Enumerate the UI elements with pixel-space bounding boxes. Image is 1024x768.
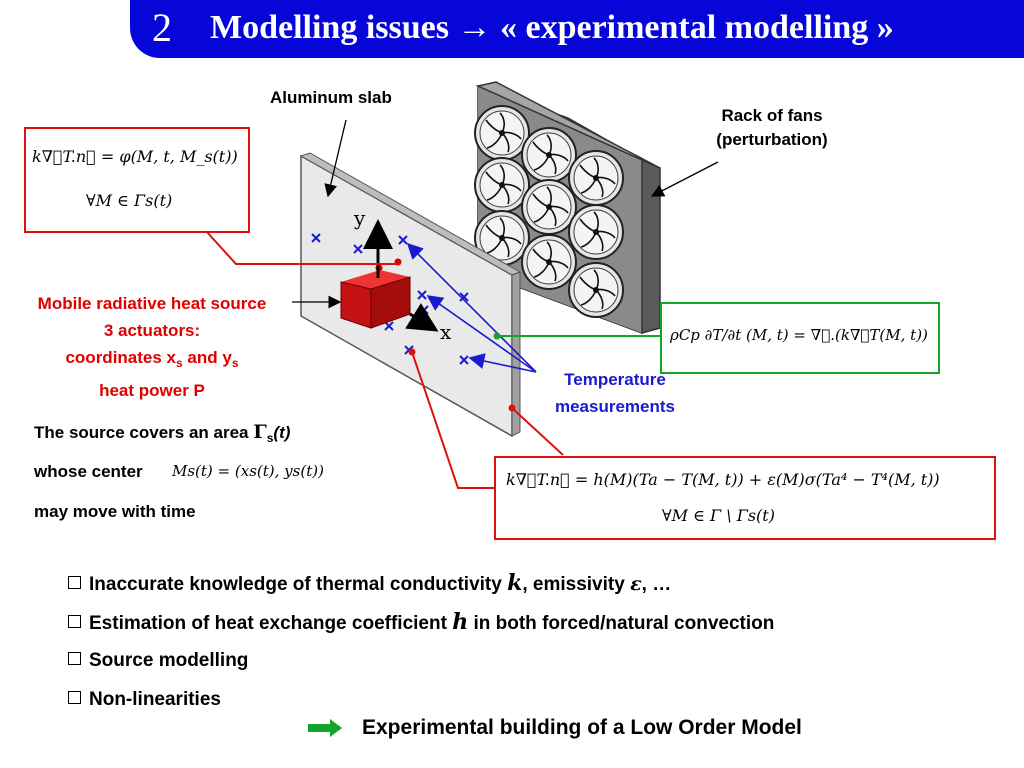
center-equation: Ms(t) = (xs(t), ys(t)) [172,462,324,480]
bullet-item-3: Source modelling [68,648,248,674]
boundary-eq-bottom: k∇⃗T.n⃗ = h(M)(Ta − T(M, t)) + ε(M)σ(Ta⁴… [506,470,940,489]
source-label-line1: Mobile radiative heat source [37,294,267,313]
bullet-item-1: Inaccurate knowledge of thermal conducti… [68,570,671,598]
heat-eq-box: ρCp ∂T/∂t (M, t) = ∇⃗.(k∇⃗T(M, t)) [660,302,940,374]
slide-title: Modelling issues → « experimental modell… [210,9,894,46]
boundary-eq-bottom-domain: ∀M ∈ Γ \ Γs(t) [662,506,775,525]
heat-equation: ρCp ∂T/∂t (M, t) = ∇⃗.(k∇⃗T(M, t)) [670,326,928,344]
rack-label-line2: (perturbation) [716,130,828,149]
axis-label-y: y [354,206,366,230]
source-label-line2: 3 actuators: [103,321,201,340]
x-axis-arrow [405,303,439,332]
section-number: 2 [152,5,172,50]
rack-label: Rack of fans (perturbation) [692,104,852,152]
checkbox-icon [68,652,81,665]
temperature-label-line2: measurements [554,397,675,416]
boundary-eq-box-top: k∇⃗T.n⃗ = φ(M, t, M_s(t)) ∀M ∈ Γs(t) [24,127,250,233]
boundary-eq-box-bottom: k∇⃗T.n⃗ = h(M)(Ta − T(M, t)) + ε(M)σ(Ta⁴… [494,456,996,540]
source-label-line3: coordinates xs and ys [65,348,239,370]
bottom-eq-connector-2 [511,407,564,456]
boundary-eq-top-domain: ∀M ∈ Γs(t) [86,191,173,210]
checkbox-icon [68,576,81,589]
temperature-label-line1: Temperature [564,370,666,389]
source-center-text: whose center [34,462,143,481]
green-arrow-icon [308,719,342,737]
source-label-line4: heat power P [99,381,205,400]
bullet-item-4: Non-linearities [68,687,221,713]
rack-label-line1: Rack of fans [721,106,823,125]
slab-callout-line [324,119,347,198]
rack-callout-line [650,161,719,197]
conclusion-text: Experimental building of a Low Order Mod… [362,716,802,739]
header-bar [130,0,1024,58]
source-move-text: may move with time [34,502,196,521]
top-eq-connector [205,230,398,265]
source-label: Mobile radiative heat source 3 actuators… [14,290,290,404]
axis-label-x: x [440,320,452,344]
boundary-eq-top: k∇⃗T.n⃗ = φ(M, t, M_s(t)) [32,147,238,166]
temperature-label: Temperature measurements [530,366,700,420]
bullet-item-2: Estimation of heat exchange coefficient … [68,609,774,637]
bottom-eq-connector [411,351,498,489]
measurement-arrows [406,242,537,373]
checkbox-icon [68,691,81,704]
source-area-text: The source covers an area Γs(t) [34,421,291,445]
checkbox-icon [68,615,81,628]
aluminum-slab-label: Aluminum slab [270,88,392,107]
